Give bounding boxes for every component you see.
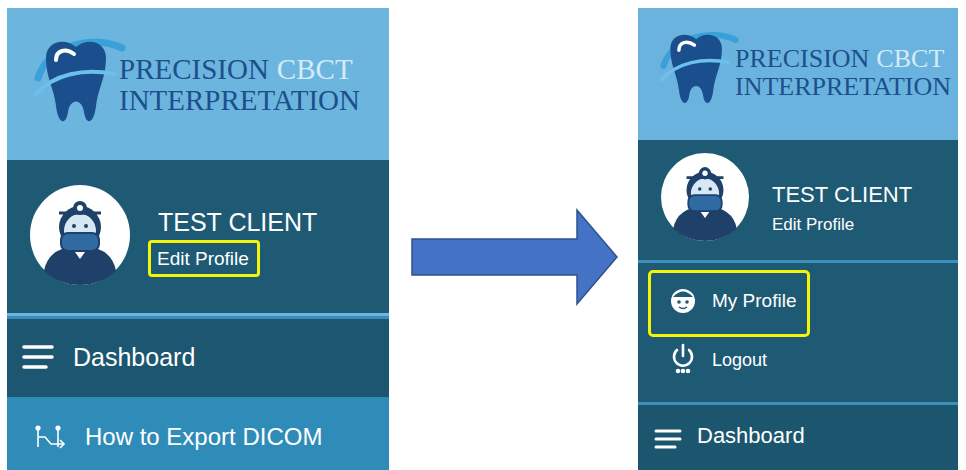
- tooth-logo: [662, 35, 736, 103]
- highlight-box: Edit Profile: [148, 240, 260, 277]
- menu-bar: Dashboard: [638, 402, 958, 470]
- text-line: Edit Profile: [157, 248, 249, 270]
- profile-icon: [671, 289, 695, 313]
- text-line: How to Export DICOM: [85, 423, 322, 451]
- menu-bar: How to Export DICOM: [7, 397, 389, 470]
- text-line: TEST CLIENT: [158, 208, 317, 237]
- menu-label: Dashboard: [73, 343, 195, 371]
- user-name: TEST CLIENT: [772, 182, 912, 207]
- avatar: [30, 185, 130, 285]
- text-line: PRECISIONCBCT: [735, 44, 944, 74]
- text-line: PRECISIONCBCT: [119, 53, 353, 86]
- export-icon: [36, 426, 64, 448]
- avatar: [661, 153, 749, 241]
- menu-panel: My ProfileLogout: [638, 260, 958, 402]
- text-line: Dashboard: [73, 343, 195, 372]
- menu-label: Dashboard: [697, 423, 805, 448]
- menu-bar: Dashboard: [7, 316, 389, 397]
- link-text: Edit Profile: [772, 215, 854, 234]
- power-icon: [674, 345, 692, 372]
- block-arrow: [412, 210, 617, 304]
- tooth-logo: [36, 42, 122, 121]
- text-line: Logout: [712, 350, 767, 371]
- text-line: My Profile: [712, 290, 796, 312]
- sidebar-panel: TEST CLIENT Edit Profile My ProfileLogoutD…: [638, 8, 958, 470]
- profile-band: Edit Profile TEST CLIENT: [7, 160, 389, 313]
- logo-text: INTERPRETATION: [119, 84, 360, 116]
- text-line: INTERPRETATION: [735, 72, 951, 102]
- text-line: INTERPRETATION: [119, 84, 360, 117]
- menu-icon: [24, 347, 52, 367]
- text-line: TEST CLIENT: [772, 182, 912, 207]
- text-line: Dashboard: [697, 423, 805, 448]
- menu-label: My Profile: [712, 290, 796, 311]
- link-text: Edit Profile: [157, 248, 249, 269]
- profile-band: TEST CLIENT Edit Profile: [638, 140, 958, 260]
- menu-icon: [656, 431, 680, 447]
- menu-label: Logout: [712, 350, 767, 370]
- text-line: Edit Profile: [772, 215, 854, 235]
- logo-text: PRECISION: [119, 53, 269, 85]
- sidebar-panel: Edit Profile TEST CLIENT DashboardHow to E…: [7, 8, 389, 470]
- logo-text: INTERPRETATION: [735, 72, 951, 101]
- menu-label: How to Export DICOM: [85, 423, 322, 450]
- logo-text: CBCT: [876, 44, 944, 73]
- logo-text: PRECISION: [735, 44, 869, 73]
- user-name: TEST CLIENT: [158, 208, 317, 236]
- highlight-box: My Profile: [648, 270, 810, 337]
- logo-text: CBCT: [277, 53, 353, 85]
